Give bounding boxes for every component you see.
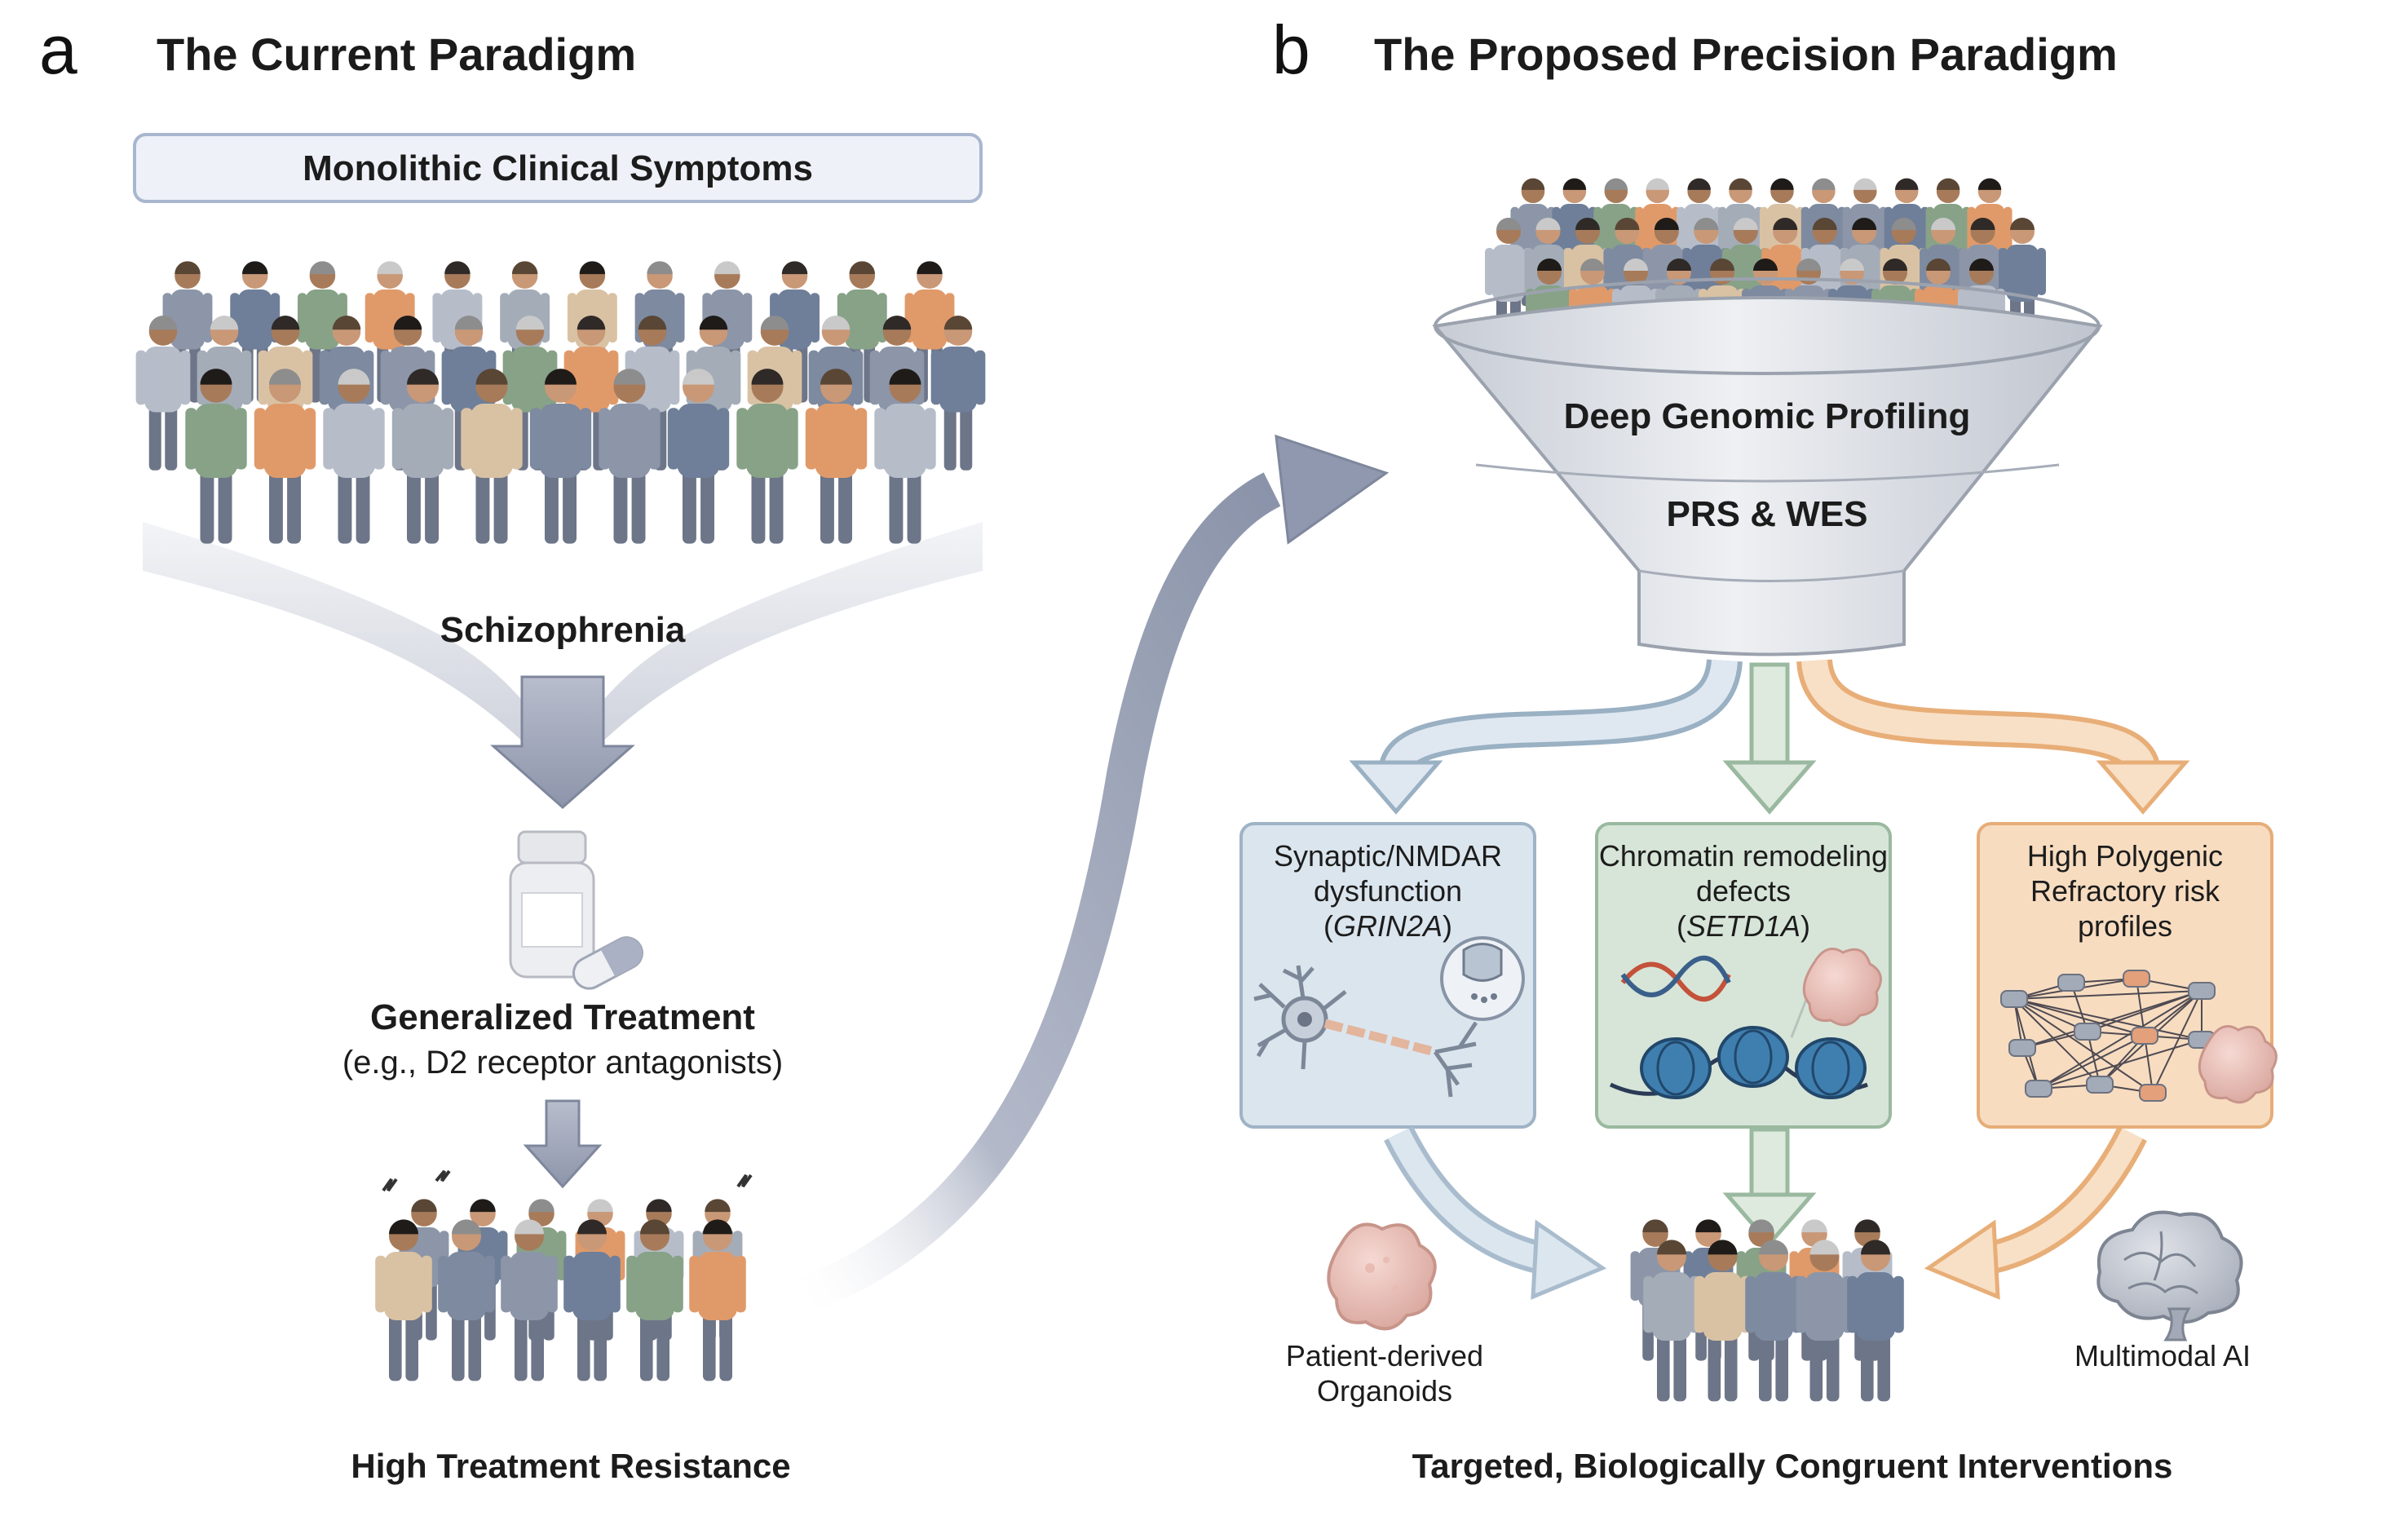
- person-figure: [391, 369, 454, 544]
- organoid-icon-small: [2198, 1025, 2278, 1104]
- category-2-gene-line: (SETD1A): [1677, 909, 1810, 943]
- organoid-icon: [1327, 1222, 1437, 1331]
- person-figure: [805, 369, 868, 544]
- category-box-synaptic: Synaptic/NMDAR dysfunction (GRIN2A): [1239, 822, 1536, 1129]
- person-figure: [874, 369, 936, 544]
- person-figure: [1847, 1240, 1904, 1402]
- person-figure: [254, 369, 316, 544]
- category-1-line2: dysfunction: [1314, 874, 1462, 908]
- panel-a: a The Current Paradigm Monolithic Clinic…: [39, 11, 986, 1485]
- person-figure: [626, 1219, 683, 1381]
- person-figure: [501, 1219, 558, 1381]
- convergence-arrow-green: [1722, 1127, 1817, 1247]
- funnel-label-1: Deep Genomic Profiling: [1564, 396, 1971, 436]
- person-figure: [689, 1219, 746, 1381]
- person-figure: [438, 1219, 495, 1381]
- person-figure: [135, 316, 191, 471]
- brain-icon: [2097, 1210, 2243, 1341]
- down-arrow-1: [490, 675, 635, 810]
- person-figure: [667, 369, 730, 544]
- person-figure: [323, 369, 385, 544]
- dna-helix-icon: [1620, 956, 1731, 1001]
- synapse-icon: [1440, 936, 1525, 1021]
- branch-arrow-blue: [1349, 658, 1743, 815]
- person-figure: [185, 369, 247, 544]
- treatment-title: Generalized Treatment: [370, 997, 755, 1037]
- down-arrow-2: [523, 1099, 603, 1189]
- neuron-icon: [1253, 965, 1478, 1098]
- convergence-arrow-orange: [1924, 1125, 2147, 1300]
- category-1-line1: Synaptic/NMDAR: [1274, 839, 1502, 873]
- category-3-line1: High Polygenic: [2027, 839, 2223, 873]
- funnel-label-2: PRS & WES: [1667, 494, 1868, 534]
- symptoms-box-label: Monolithic Clinical Symptoms: [303, 148, 813, 188]
- targeted-patients-group: [1630, 1219, 1904, 1402]
- person-figure: [599, 369, 661, 544]
- category-2-line2: defects: [1696, 874, 1791, 908]
- panel-b: b The Proposed Precision Paradigm Deep G…: [1239, 11, 2278, 1485]
- genomic-funnel: Deep Genomic Profiling PRS & WES: [1432, 277, 2103, 656]
- branch-arrow-green: [1722, 662, 1817, 815]
- category-3-line3: profiles: [2078, 909, 2172, 943]
- diagnosis-label: Schizophrenia: [440, 610, 686, 650]
- panel-b-title: The Proposed Precision Paradigm: [1374, 29, 2118, 80]
- person-figure: [736, 369, 798, 544]
- organoid-small-icon: [1802, 948, 1882, 1027]
- organoids-line2: Organoids: [1317, 1374, 1452, 1408]
- distress-marks-icon: [382, 1169, 753, 1192]
- category-2-line1: Chromatin remodeling: [1599, 839, 1888, 873]
- outcome-b-label: Targeted, Biologically Congruent Interve…: [1412, 1447, 2173, 1485]
- person-figure: [563, 1219, 621, 1381]
- panel-b-letter: b: [1272, 11, 1310, 88]
- category-3-line2: Refractory risk: [2030, 874, 2220, 908]
- panel-a-title: The Current Paradigm: [157, 29, 636, 80]
- panel-a-letter: a: [39, 11, 77, 88]
- resistant-patients-group: [375, 1199, 746, 1381]
- patient-crowd-a: [135, 261, 986, 544]
- person-figure: [1884, 178, 1929, 307]
- treatment-subtitle: (e.g., D2 receptor antagonists): [342, 1045, 783, 1081]
- branch-arrow-orange: [1796, 658, 2190, 815]
- category-1-gene-line: (GRIN2A): [1323, 909, 1452, 943]
- medicine-bottle-icon: [509, 830, 595, 979]
- nucleosome-icon: [1609, 1026, 1868, 1099]
- gene-network-icon: [2000, 970, 2216, 1102]
- convergence-arrow-blue: [1384, 1125, 1607, 1300]
- person-figure: [529, 369, 592, 544]
- person-figure: [1745, 1240, 1802, 1402]
- person-figure: [375, 1219, 432, 1381]
- person-figure: [461, 369, 523, 544]
- symptoms-box: Monolithic Clinical Symptoms: [133, 133, 983, 203]
- person-figure: [1694, 1240, 1752, 1402]
- category-2-gene: SETD1A: [1686, 909, 1800, 943]
- category-box-polygenic: High Polygenic Refractory risk profiles: [1977, 822, 2278, 1129]
- person-figure: [930, 316, 986, 471]
- transition-arrow: [784, 434, 1390, 1319]
- organoids-line1: Patient-derived: [1286, 1339, 1483, 1372]
- capsule-icon: [572, 936, 643, 990]
- category-1-gene: GRIN2A: [1333, 909, 1443, 943]
- ai-label: Multimodal AI: [2074, 1339, 2251, 1372]
- outcome-a-label: High Treatment Resistance: [351, 1447, 790, 1485]
- category-box-chromatin: Chromatin remodeling defects (SETD1A): [1595, 822, 1892, 1129]
